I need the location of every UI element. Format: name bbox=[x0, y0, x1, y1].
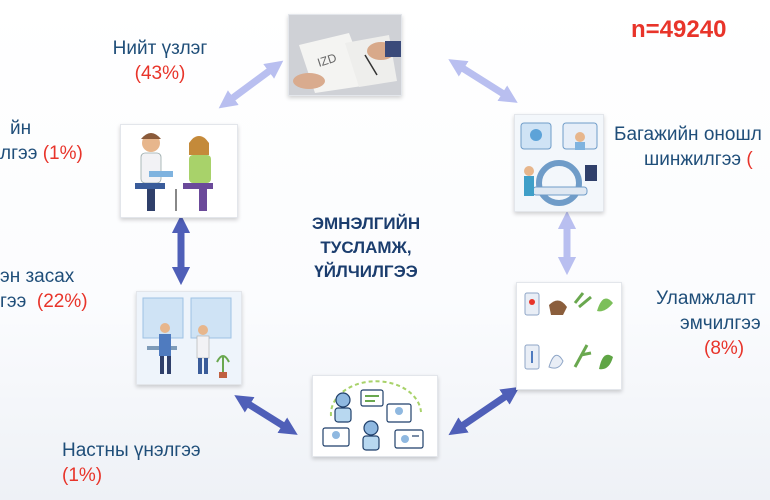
svg-text:IZD: IZD bbox=[316, 50, 339, 69]
label-consult-line1: йн bbox=[10, 118, 32, 139]
label-diagnostic-line2-row: шинжилгээ ( bbox=[614, 147, 762, 172]
label-general-exam-percent: (43%) bbox=[134, 63, 186, 84]
diagnostic-equipment-illustration bbox=[515, 115, 603, 211]
label-traditional-percent: (8%) bbox=[704, 338, 745, 359]
node-traditional-image bbox=[516, 282, 622, 390]
label-inpatient-eval-percent: (1%) bbox=[62, 465, 103, 486]
node-general-exam-image: IZD bbox=[288, 14, 402, 96]
arrow-treatment-eval bbox=[234, 395, 298, 435]
arrow-exam-consult bbox=[218, 60, 284, 109]
center-title-line1: ЭМНЭЛГИЙН bbox=[311, 214, 421, 233]
rehabilitation-illustration bbox=[137, 292, 241, 384]
label-treatment-line2-row: гээ (22%) bbox=[0, 289, 88, 314]
label-diagnostic-line1: Багажийн оношл bbox=[614, 124, 762, 145]
herbal-medicine-illustration bbox=[524, 292, 613, 370]
writing-hands-illustration: IZD bbox=[289, 15, 401, 95]
team-evaluation-illustration bbox=[322, 380, 424, 451]
label-consult-line2: лгээ bbox=[0, 143, 38, 164]
label-consult-line2-row: лгээ (1%) bbox=[0, 141, 83, 166]
label-inpatient-eval-text: Настны үнэлгээ bbox=[62, 440, 201, 461]
label-general-exam: Нийт үзлэг (43%) bbox=[100, 36, 220, 86]
label-traditional-line1: Уламжлалт bbox=[656, 288, 756, 309]
arrow-exam-diagnostic bbox=[448, 59, 518, 103]
node-consult-image bbox=[120, 124, 238, 218]
label-traditional: Уламжлалт эмчилгээ (8%) bbox=[656, 286, 770, 361]
label-consult: йн лгээ (1%) bbox=[0, 116, 83, 166]
label-treatment: эн засах гээ (22%) bbox=[0, 264, 88, 314]
arrow-eval-traditional bbox=[448, 386, 520, 436]
label-diagnostic-percent: ( bbox=[746, 149, 753, 170]
label-treatment-percent: (22%) bbox=[36, 291, 88, 312]
label-treatment-line1: эн засах bbox=[0, 266, 75, 287]
node-inpatient-eval-image bbox=[312, 375, 438, 457]
center-title-line3: ҮЙЛЧИЛГЭЭ bbox=[314, 262, 418, 281]
node-diagnostic-image bbox=[514, 114, 604, 212]
label-treatment-line2: гээ bbox=[0, 291, 27, 312]
label-diagnostic: Багажийн оношл шинжилгээ ( bbox=[614, 122, 762, 172]
node-treatment-image bbox=[136, 291, 242, 385]
label-general-exam-text: Нийт үзлэг bbox=[112, 38, 208, 59]
label-diagnostic-line2: шинжилгээ bbox=[644, 149, 742, 170]
label-consult-percent: (1%) bbox=[42, 143, 83, 164]
label-traditional-line2: эмчилгээ bbox=[680, 313, 761, 334]
doctor-patient-illustration bbox=[135, 133, 213, 211]
center-title-line2: ТУСЛАМЖ, bbox=[320, 238, 412, 257]
label-inpatient-eval: Настны үнэлгээ (1%) bbox=[62, 438, 201, 488]
center-title: ЭМНЭЛГИЙН ТУСЛАМЖ, ҮЙЛЧИЛГЭЭ bbox=[296, 212, 436, 284]
sample-size: n=49240 bbox=[631, 16, 727, 43]
